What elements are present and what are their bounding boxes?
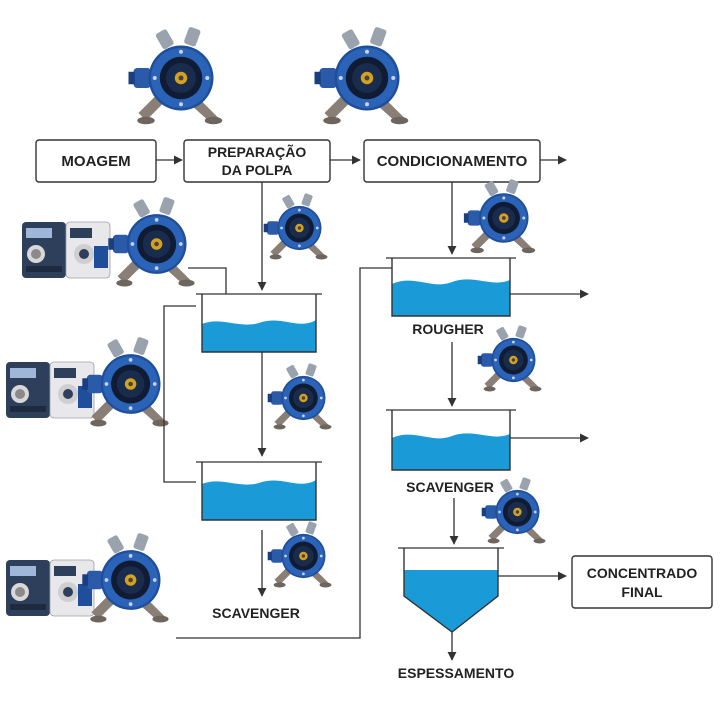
condicionamento-label: CONDICIONAMENTO (377, 153, 528, 170)
preparacao-box: PREPARAÇÃO DA POLPA (183, 139, 331, 183)
pump-top-center (314, 26, 409, 125)
concentrado-label-line1: CONCENTRADO (587, 565, 698, 581)
pump-feed-rougher (463, 178, 536, 254)
condicionamento-box: CONDICIONAMENTO (363, 139, 541, 183)
rougher-tank (386, 257, 516, 317)
pump-rougher-to-scavenger (477, 324, 542, 392)
line-dosing1-to-tank1 (188, 267, 227, 294)
left-tank-1 (196, 293, 322, 353)
scavenger-left-label: SCAVENGER (212, 605, 300, 621)
espessamento-thickener (398, 547, 504, 633)
line-return-to-rougher (176, 267, 392, 639)
moagem-box: MOAGEM (35, 139, 157, 183)
left-tank-2 (196, 461, 322, 521)
dosing-pump-set-3 (5, 532, 169, 623)
pump-feed-left-tank-1 (263, 192, 328, 260)
scavenger-tank-right (386, 409, 516, 471)
pump-between-left-tanks (267, 362, 332, 430)
rougher-label: ROUGHER (412, 321, 484, 337)
pump-top-left (128, 26, 223, 125)
preparacao-label-line2: DA POLPA (222, 162, 293, 178)
line-left-recirculation (163, 305, 196, 483)
scavenger-right-label: SCAVENGER (406, 479, 494, 495)
preparacao-label-line1: PREPARAÇÃO (208, 143, 307, 160)
dosing-pump-set-2 (5, 336, 169, 427)
concentrado-label-line2: FINAL (621, 584, 663, 600)
dosing-pump-set-1 (21, 196, 195, 287)
moagem-label: MOAGEM (61, 153, 130, 170)
pump-below-left-tank-2 (267, 520, 332, 588)
espessamento-label: ESPESSAMENTO (398, 665, 515, 681)
concentrado-final-box: CONCENTRADO FINAL (571, 555, 713, 609)
